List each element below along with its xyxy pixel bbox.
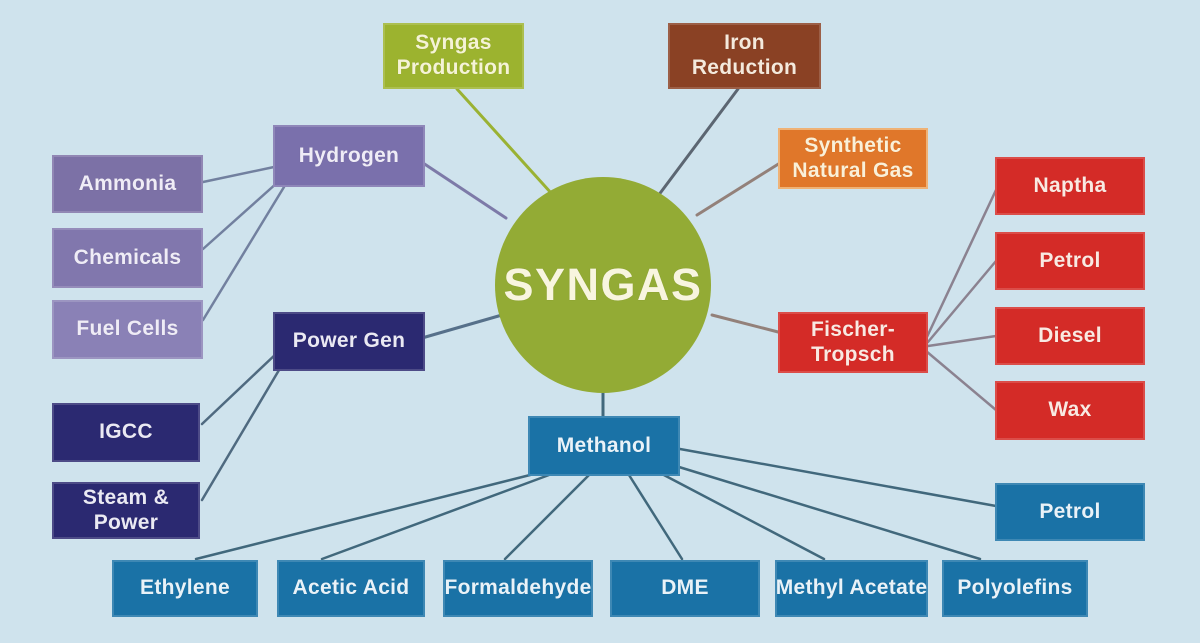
- edge-fischer-tropsch-naptha: [924, 188, 998, 341]
- formaldehyde-label: Formaldehyde: [444, 576, 592, 600]
- edge-methanol-ethylene: [194, 472, 536, 561]
- naptha-node: Naptha: [995, 157, 1145, 215]
- syngas-production-label: Production: [396, 56, 511, 79]
- methanol-label: Methanol: [556, 433, 652, 457]
- methanol-node: Methanol: [528, 416, 680, 476]
- edge-syngas-fischer-tropsch: [710, 313, 784, 335]
- ethylene-node: Ethylene: [112, 560, 258, 617]
- edge-methanol-dme: [627, 473, 684, 561]
- power-gen-label: Power Gen: [292, 329, 406, 353]
- edge-methanol-petrol-methanol: [678, 447, 998, 508]
- edge-hydrogen-ammonia: [201, 165, 276, 184]
- methyl-acetate-node: Methyl Acetate: [775, 560, 928, 617]
- steam-power-label: Steam &: [82, 485, 170, 509]
- wax-label: Wax: [1048, 398, 1092, 422]
- steam-power-node: Steam &Power: [52, 482, 200, 539]
- synthetic-natural-gas-label: Synthetic: [804, 133, 902, 157]
- steam-power-label: Power: [93, 510, 159, 534]
- dme-label: DME: [661, 576, 709, 600]
- diesel-node: Diesel: [995, 307, 1145, 365]
- edge-power-gen-steam-power: [200, 363, 284, 502]
- igcc-label: IGCC: [99, 420, 153, 444]
- chemicals-label: Chemicals: [73, 245, 182, 269]
- naptha-label: Naptha: [1033, 173, 1107, 197]
- iron-reduction-label: Iron: [724, 31, 765, 55]
- edge-syngas-iron-reduction: [653, 87, 740, 202]
- syngas-production-label: Syngas: [415, 31, 492, 55]
- edge-syngas-power-gen: [420, 313, 504, 340]
- polyolefins-node: Polyolefins: [942, 560, 1088, 617]
- edge-fischer-tropsch-diesel: [926, 334, 998, 348]
- diesel-label: Diesel: [1038, 323, 1102, 347]
- acetic-acid-label: Acetic Acid: [292, 576, 410, 600]
- hydrogen-node: Hydrogen: [273, 125, 425, 187]
- edge-hydrogen-chemicals: [201, 180, 280, 251]
- methyl-acetate-label: Methyl Acetate: [775, 576, 928, 600]
- edge-methanol-polyolefins: [677, 465, 982, 561]
- edge-syngas-hydrogen: [421, 161, 508, 220]
- edge-power-gen-igcc: [200, 351, 279, 426]
- petrol-methanol-label: Petrol: [1039, 499, 1101, 523]
- petrol-ft-node: Petrol: [995, 232, 1145, 290]
- ammonia-node: Ammonia: [52, 155, 203, 213]
- edge-syngas-synthetic-natural-gas: [695, 161, 782, 217]
- wax-node: Wax: [995, 381, 1145, 440]
- syngas-center-node: SYNGAS: [495, 177, 711, 393]
- polyolefins-label: Polyolefins: [957, 576, 1073, 600]
- edge-hydrogen-fuel-cells: [201, 185, 286, 322]
- dme-node: DME: [610, 560, 760, 617]
- hydrogen-label: Hydrogen: [298, 143, 400, 167]
- fuel-cells-node: Fuel Cells: [52, 300, 203, 359]
- iron-reduction-label: Reduction: [691, 56, 798, 79]
- fischer-tropsch-label: Fischer-: [810, 317, 896, 341]
- edge-methanol-acetic-acid: [320, 473, 551, 561]
- edge-methanol-formaldehyde: [503, 473, 591, 561]
- edge-fischer-tropsch-wax: [924, 349, 998, 412]
- chemicals-node: Chemicals: [52, 228, 203, 288]
- synthetic-natural-gas-label: Natural Gas: [792, 158, 914, 182]
- fischer-tropsch-node: Fischer-Tropsch: [778, 312, 928, 373]
- edge-syngas-syngas-production: [455, 87, 554, 196]
- petrol-methanol-node: Petrol: [995, 483, 1145, 541]
- acetic-acid-node: Acetic Acid: [277, 560, 425, 617]
- fischer-tropsch-label: Tropsch: [811, 342, 895, 366]
- fuel-cells-label: Fuel Cells: [76, 317, 179, 341]
- formaldehyde-node: Formaldehyde: [443, 560, 593, 617]
- igcc-node: IGCC: [52, 403, 200, 462]
- petrol-ft-label: Petrol: [1039, 248, 1101, 272]
- edge-fischer-tropsch-petrol-ft: [926, 259, 998, 344]
- syngas-center-label: SYNGAS: [503, 259, 703, 310]
- power-gen-node: Power Gen: [273, 312, 425, 371]
- ammonia-label: Ammonia: [78, 171, 177, 195]
- edge-methanol-methyl-acetate: [660, 472, 826, 561]
- ethylene-label: Ethylene: [140, 576, 230, 600]
